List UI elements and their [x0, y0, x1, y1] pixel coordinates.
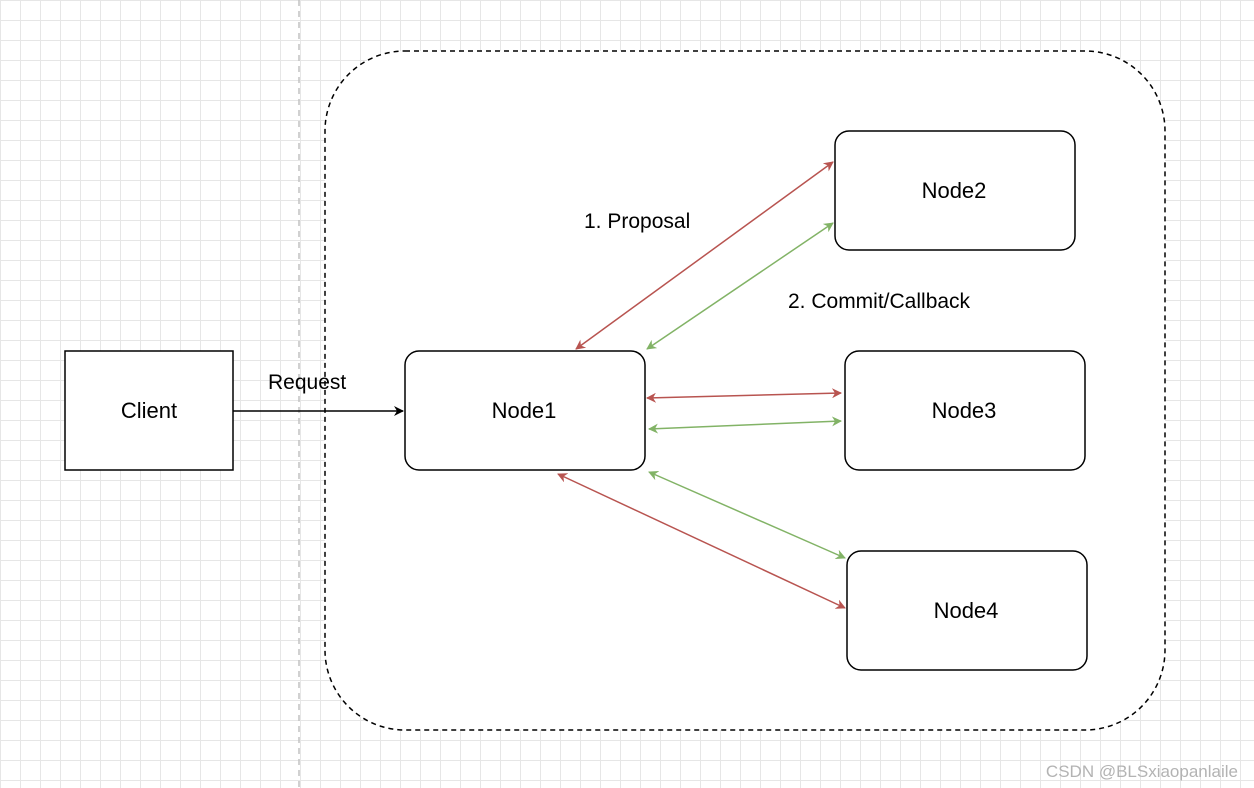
commit-arrow-node3[interactable] — [648, 416, 842, 434]
client-box[interactable]: Client — [64, 350, 234, 471]
node1-label: Node1 — [492, 398, 557, 423]
node2-label: Node2 — [922, 178, 987, 203]
commit-label: 2. Commit/Callback — [788, 290, 971, 313]
node1-box[interactable]: Node1 — [404, 350, 646, 471]
request-label: Request — [268, 371, 346, 394]
proposal-arrow-node3[interactable] — [646, 388, 842, 403]
node4-label: Node4 — [934, 598, 999, 623]
node3-box[interactable]: Node3 — [844, 350, 1086, 471]
client-label: Client — [121, 398, 177, 423]
node4-box[interactable]: Node4 — [846, 550, 1088, 671]
proposal-label: 1. Proposal — [584, 210, 690, 233]
node3-label: Node3 — [932, 398, 997, 423]
node2-box[interactable]: Node2 — [834, 130, 1076, 251]
commit-arrow-node2[interactable] — [646, 222, 834, 350]
watermark: CSDN @BLSxiaopanlaile — [1045, 762, 1238, 781]
commit-arrow-node4[interactable] — [648, 471, 846, 559]
